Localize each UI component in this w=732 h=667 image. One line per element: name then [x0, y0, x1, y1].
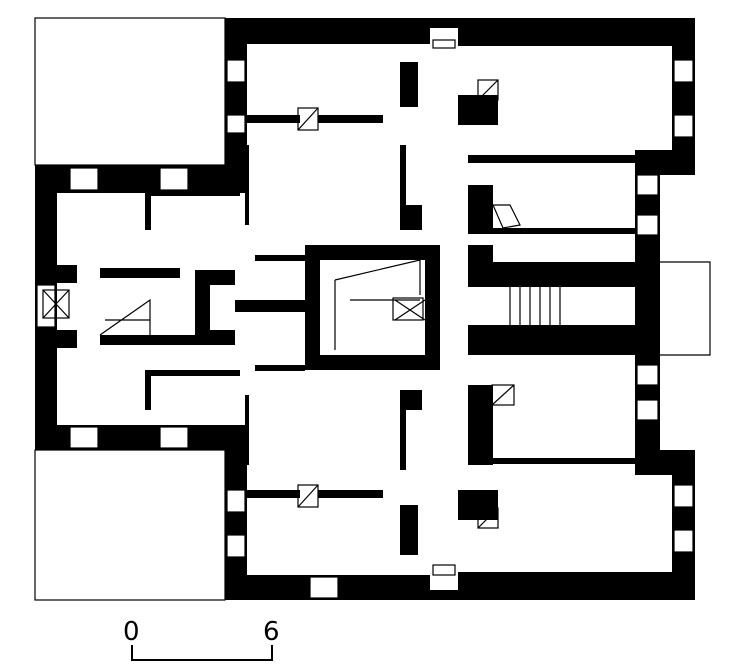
- annex-outline: [660, 261, 711, 356]
- stair-core: [305, 245, 440, 370]
- chimneys: [42, 79, 521, 529]
- courtyard-bottom-left: [34, 449, 226, 601]
- scale-bar: [131, 645, 273, 661]
- scale-end-label: 6: [263, 617, 280, 647]
- scale-start-label: 0: [123, 617, 140, 647]
- side-stair: [509, 287, 561, 325]
- courtyard-top-left: [34, 17, 226, 166]
- interior-walls: [57, 62, 635, 555]
- windows: [36, 39, 694, 599]
